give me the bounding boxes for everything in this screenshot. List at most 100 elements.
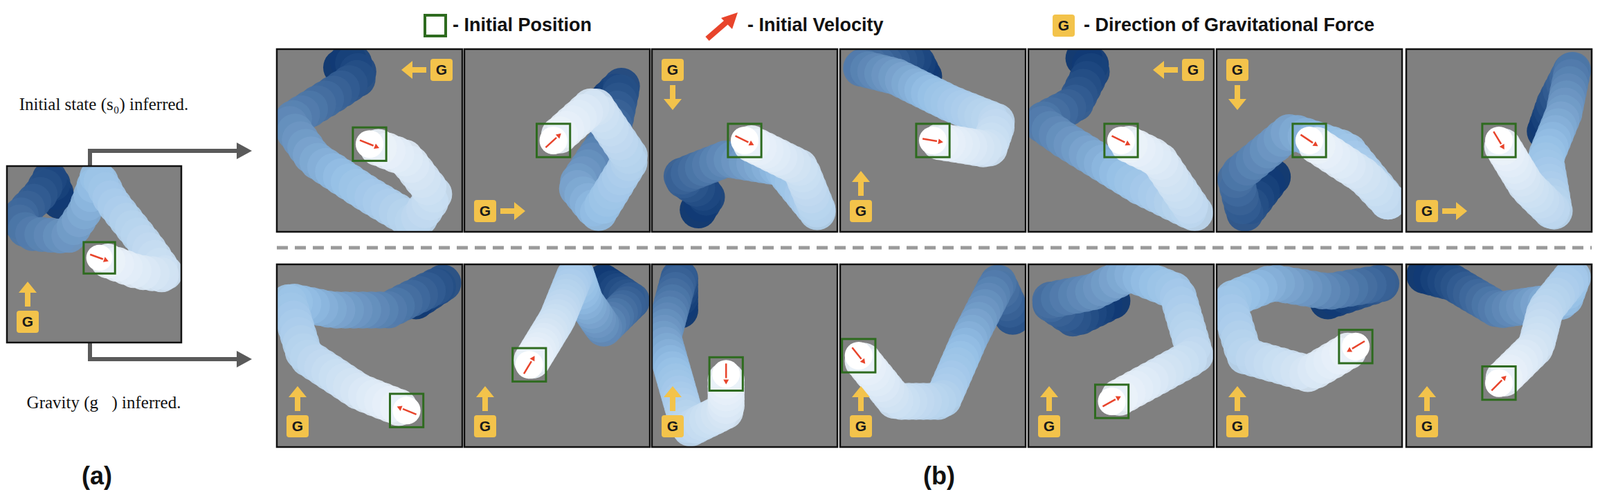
velocity-arrow	[1112, 135, 1126, 142]
arrow-head	[236, 350, 252, 368]
gravity-box: G	[16, 310, 39, 333]
gravity-letter: G	[667, 417, 679, 435]
trajectory	[663, 123, 836, 231]
gravity-box: G	[661, 58, 684, 81]
start-ball	[355, 130, 384, 158]
gravity-arrow-head	[1152, 60, 1165, 79]
scene-panel	[1028, 49, 1214, 232]
gravity-letter: G	[22, 313, 34, 331]
start-ball	[1107, 126, 1135, 155]
gravity-arrow	[858, 397, 864, 412]
gravity-arrow-head	[1040, 386, 1059, 398]
initial-position-box	[1292, 123, 1326, 158]
panel-border	[840, 49, 1026, 232]
arrow-head	[236, 142, 252, 160]
gravity-letter: G	[1231, 417, 1243, 435]
ball-position	[707, 361, 745, 400]
gravity-box: G	[474, 200, 497, 223]
gravity-arrow-head	[401, 60, 413, 79]
velocity-head	[1346, 347, 1353, 353]
panel-border	[1406, 49, 1592, 232]
gravity-arrow-head	[288, 386, 307, 398]
velocity-head	[397, 405, 403, 411]
gravity-arrow	[1424, 397, 1430, 412]
scene-panel	[1406, 49, 1592, 232]
legend-text: - Direction of Gravitational Force	[1083, 14, 1375, 36]
initial-position-box	[1339, 330, 1373, 364]
initial-position-box	[352, 127, 387, 161]
panel-tag: (a)	[81, 461, 113, 491]
initial-position-box	[389, 393, 423, 427]
velocity-head	[748, 140, 754, 146]
panel-border	[464, 49, 650, 232]
gravity-letter: G	[479, 202, 491, 220]
velocity-swatch	[707, 12, 738, 39]
gravity-arrow	[669, 397, 676, 412]
gravity-arrow-head	[1417, 386, 1436, 398]
velocity-arrow	[89, 254, 104, 260]
gravity-letter: G	[667, 61, 679, 79]
panel-border	[651, 264, 838, 448]
panel-border	[464, 264, 650, 448]
gravity-letter: G	[1058, 17, 1070, 34]
velocity-head	[1499, 143, 1505, 150]
start-ball	[1295, 126, 1324, 155]
gravity-arrow-head	[18, 281, 37, 293]
velocity-head	[555, 133, 562, 140]
trajectory	[1032, 264, 1214, 418]
gravity-box: G	[474, 415, 497, 438]
panel-border	[1406, 264, 1592, 448]
gravity-arrow	[1046, 397, 1052, 412]
scene-panel	[651, 264, 838, 448]
start-ball	[1341, 332, 1370, 361]
velocity-arrow	[725, 363, 728, 378]
velocity-arrow	[1491, 379, 1502, 391]
start-ball	[86, 244, 113, 272]
gravity-arrow-head	[476, 386, 495, 398]
gravity-letter: G	[435, 61, 448, 79]
trajectory	[1406, 264, 1592, 400]
gravity-letter: G	[1231, 61, 1243, 79]
panel-border	[840, 264, 1026, 448]
initial-position-box	[728, 123, 762, 158]
velocity-arrow	[359, 140, 374, 147]
gravity-box: G	[1182, 58, 1205, 81]
initial-position-box	[709, 357, 743, 391]
gravity-box: G	[1226, 58, 1249, 81]
gravity-arrow	[500, 208, 515, 214]
scene-panel	[276, 49, 463, 232]
velocity-head	[723, 379, 729, 385]
position-swatch	[424, 15, 446, 36]
velocity-arrow	[1102, 399, 1115, 407]
velocity-head	[103, 256, 109, 263]
trajectory	[651, 264, 745, 447]
gravity-arrow	[1164, 67, 1178, 73]
start-ball	[1485, 126, 1513, 155]
velocity-arrow	[523, 361, 532, 374]
gravity-arrow	[482, 397, 488, 412]
scene-panel	[1216, 49, 1403, 232]
gravity-arrow	[24, 292, 31, 307]
gravity-arrow-head	[663, 386, 682, 398]
gravity-arrow-head	[851, 170, 870, 183]
velocity-arrow	[922, 139, 938, 142]
trajectory	[842, 49, 1015, 168]
scene-panel	[464, 264, 650, 448]
row-divider	[276, 246, 1592, 250]
initial-position-box	[916, 123, 950, 158]
trajectory	[512, 264, 650, 382]
ball-position	[1485, 359, 1524, 398]
trajectory	[1028, 49, 1214, 232]
trajectory	[842, 264, 1026, 420]
gravity-arrow	[669, 85, 676, 99]
trajectory	[276, 264, 462, 427]
gravity-box: G	[286, 415, 309, 438]
scene-panel	[651, 49, 838, 232]
trajectory	[276, 49, 452, 232]
velocity-arrow	[545, 137, 557, 148]
gravity-arrow	[294, 397, 301, 412]
start-ball	[539, 126, 568, 155]
gravity-arrow	[1234, 85, 1241, 99]
start-ball	[515, 350, 544, 379]
